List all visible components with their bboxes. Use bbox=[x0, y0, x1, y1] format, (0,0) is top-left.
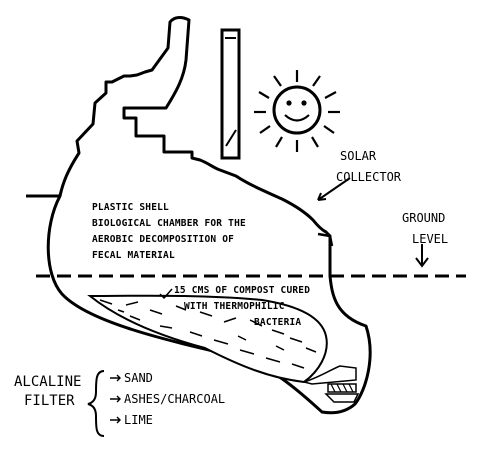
filter-layer-ashes: ASHES/CHARCOAL bbox=[124, 392, 226, 406]
solar-collector-line-1: SOLAR bbox=[340, 149, 377, 163]
right-vent bbox=[317, 232, 334, 247]
chamber-description: PLASTIC SHELL BIOLOGICAL CHAMBER FOR THE… bbox=[92, 200, 246, 264]
filter-title: ALCALINE FILTER bbox=[14, 373, 81, 411]
solar-collector-line-2: COLLECTOR bbox=[336, 170, 402, 184]
solar-collector-label: SOLAR COLLECTOR bbox=[336, 146, 401, 188]
chamber-line-4: FECAL MATERIAL bbox=[92, 250, 175, 261]
chamber-line-1: PLASTIC SHELL bbox=[92, 202, 169, 213]
compost-line-3: BACTERIA bbox=[254, 317, 302, 328]
filter-sand bbox=[301, 365, 357, 385]
filter-brace bbox=[87, 370, 105, 437]
compost-layer bbox=[87, 294, 328, 384]
sun-icon bbox=[254, 70, 340, 152]
filter-title-line-1: ALCALINE bbox=[14, 374, 82, 390]
ground-level-line-1: GROUND bbox=[402, 211, 446, 225]
filter-title-line-2: FILTER bbox=[24, 393, 75, 409]
compost-line-2: WITH THERMOPHILIC bbox=[184, 301, 285, 312]
chimney-top-cap bbox=[222, 29, 239, 39]
solar-collector-arrow bbox=[317, 177, 351, 201]
filter-layer-lime: LIME bbox=[124, 413, 153, 427]
filter-layer-sand: SAND bbox=[124, 371, 153, 385]
compost-line-1: 15 CMS OF COMPOST CURED bbox=[174, 285, 311, 296]
ground-level-label: GROUND LEVEL bbox=[402, 208, 448, 250]
ground-level-arrowhead bbox=[415, 257, 429, 268]
filter-arrows bbox=[110, 374, 121, 424]
filter-lime bbox=[324, 393, 360, 403]
filter-ashes-hatch bbox=[330, 383, 354, 393]
ground-level-line-2: LEVEL bbox=[412, 232, 449, 246]
compost-pointer bbox=[159, 288, 173, 300]
filter-ashes-charcoal bbox=[327, 383, 357, 393]
chamber-line-3: AEROBIC DECOMPOSITION OF bbox=[92, 234, 235, 245]
compost-speckles bbox=[99, 299, 317, 369]
compost-description: 15 CMS OF COMPOST CURED WITH THERMOPHILI… bbox=[174, 283, 310, 331]
chimney-diagonal bbox=[225, 129, 237, 147]
chamber-line-2: BIOLOGICAL CHAMBER FOR THE bbox=[92, 218, 246, 229]
